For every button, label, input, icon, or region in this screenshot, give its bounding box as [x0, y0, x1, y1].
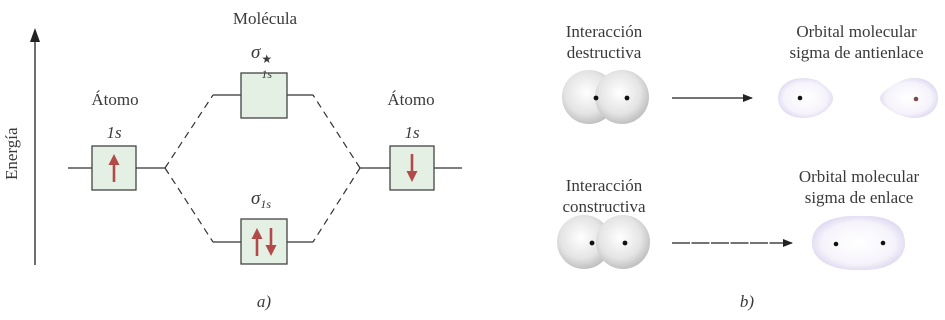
bonding-sigma: σ	[251, 188, 261, 209]
antibonding-orbital-caption-line1: Orbital molecular	[796, 22, 917, 41]
constructive-label-line2: constructiva	[562, 197, 646, 216]
destructive-atoms	[562, 70, 649, 124]
bonding-lobe	[812, 215, 905, 271]
antibonding-orbital-box	[240, 72, 288, 119]
antibonding-subscript: 1s	[261, 67, 273, 81]
antibonding-orbital-caption-line2: sigma de antienlace	[789, 43, 924, 62]
antibonding-lobes	[778, 78, 938, 118]
bonding-orbital-caption-line2: sigma de enlace	[804, 188, 914, 207]
bonding-orbital-box	[240, 218, 288, 265]
bonding-orbital-caption-line1: Orbital molecular	[798, 167, 920, 186]
left-atom-label: Átomo	[91, 90, 139, 109]
destructive-label-line1: Interacción	[565, 22, 643, 41]
correlation-lines	[164, 94, 361, 243]
left-orbital-label: 1s	[106, 123, 122, 142]
energy-axis-arrowhead	[30, 28, 40, 42]
constructive-atoms	[557, 215, 650, 269]
spin-paired-electrons	[251, 228, 277, 256]
antibonding-orbital-label: σ★1s	[251, 42, 278, 81]
constructive-label-line1: Interacción	[565, 176, 643, 195]
caption-b: b)	[739, 292, 755, 311]
spin-up-electron	[108, 154, 120, 182]
antibonding-star: ★	[261, 52, 273, 66]
right-atom-label: Átomo	[387, 90, 435, 109]
destructive-label-line2: destructiva	[566, 43, 642, 62]
antibonding-sigma: σ	[251, 42, 261, 63]
right-orbital-label: 1s	[404, 123, 420, 142]
caption-a: a)	[256, 292, 272, 311]
bonding-subscript: 1s	[260, 197, 272, 211]
bonding-orbital-label: σ1s	[251, 188, 272, 211]
energy-axis-label: Energía	[2, 127, 21, 180]
spin-down-electron	[406, 154, 418, 182]
molecule-title: Molécula	[232, 9, 298, 28]
